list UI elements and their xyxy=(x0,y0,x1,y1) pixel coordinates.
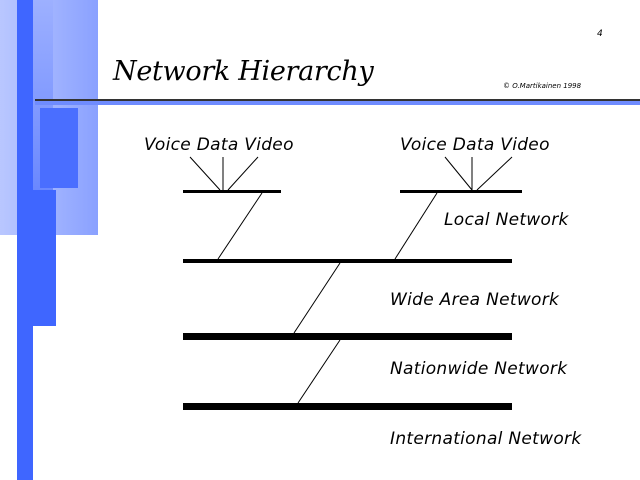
local-network-label: Local Network xyxy=(444,210,569,230)
decoration-stripe xyxy=(17,0,33,480)
right-endpoints-label: Voice Data Video xyxy=(400,135,550,155)
title-rule xyxy=(35,99,640,105)
local-network-bar xyxy=(183,259,512,263)
wide-area-network-label: Wide Area Network xyxy=(390,290,560,310)
international-network-label: International Network xyxy=(390,429,582,449)
page-number: 4 xyxy=(597,29,603,39)
left-endpoints-label: Voice Data Video xyxy=(144,135,294,155)
left-endpoint-bar xyxy=(183,190,281,193)
link-wide-area-to-nationwide xyxy=(297,339,341,404)
left-voice-line xyxy=(189,156,221,191)
right-video-line xyxy=(476,156,513,191)
nationwide-network-label: Nationwide Network xyxy=(390,359,568,379)
right-voice-line xyxy=(444,156,473,191)
title-rule-dark xyxy=(35,99,640,101)
link-right-to-local xyxy=(394,192,438,260)
wide-area-network-bar xyxy=(183,333,512,340)
copyright-notice: © O.Martikainen 1998 xyxy=(503,82,582,90)
page-title: Network Hierarchy xyxy=(113,56,374,87)
decoration-block-inner xyxy=(40,108,78,188)
nationwide-network-bar xyxy=(183,403,512,410)
title-rule-blue xyxy=(35,101,640,105)
link-local-to-wide-area xyxy=(293,262,341,334)
left-video-line xyxy=(227,156,259,191)
right-endpoint-bar xyxy=(400,190,522,193)
link-left-to-local xyxy=(217,192,263,260)
